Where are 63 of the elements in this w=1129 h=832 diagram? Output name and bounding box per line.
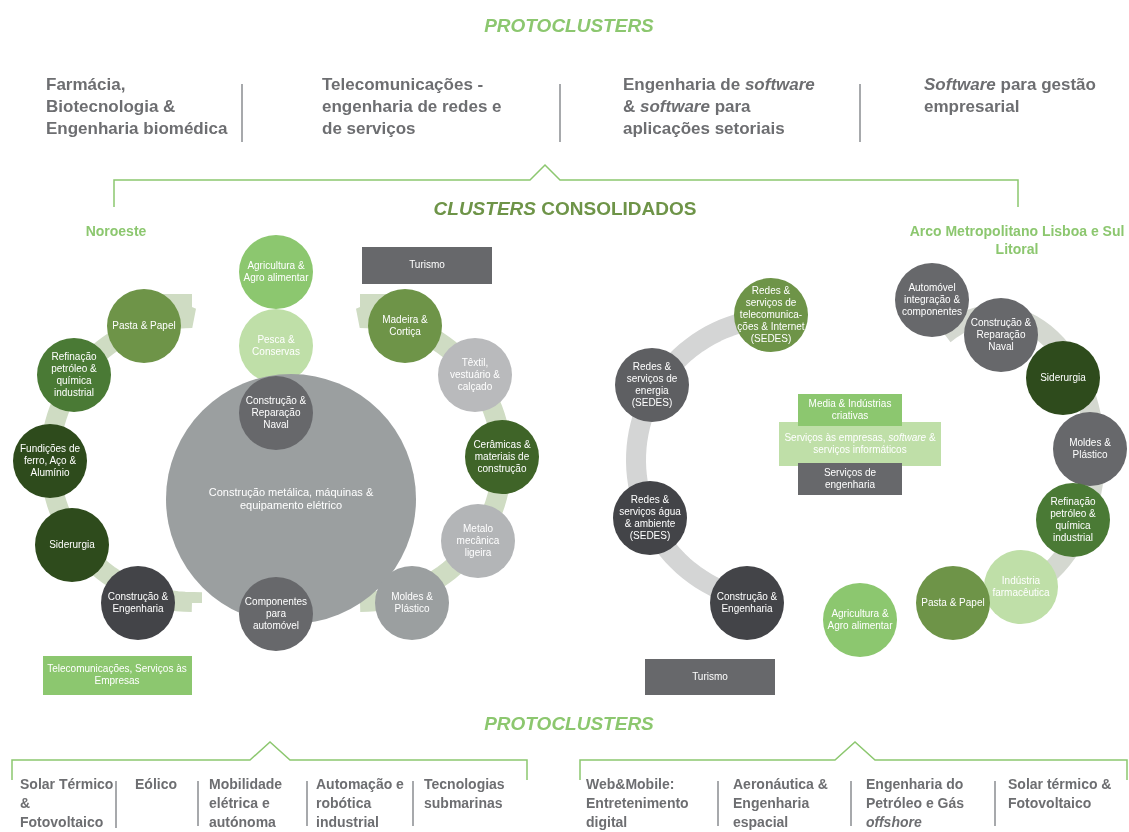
node-label: Turismo: [692, 671, 728, 683]
node-label: Refinação petróleo & química industrial: [1049, 496, 1097, 544]
cluster-box: [779, 422, 941, 466]
cluster-box: [42, 655, 192, 695]
cluster-circle: [1036, 483, 1110, 557]
node-label: Cerâmicas & materiais de construção: [472, 439, 532, 475]
cluster-box: [645, 659, 775, 695]
node-label: Moldes & Plástico: [1068, 437, 1112, 461]
protocluster-label: Eólico: [135, 775, 178, 794]
cluster-circle: [1053, 412, 1127, 486]
node-label: Construção & Engenharia: [715, 591, 779, 615]
node-label: Siderurgia: [1040, 372, 1086, 384]
node-label: Metalo mecânica ligeira: [455, 523, 501, 559]
section-heading: PROTOCLUSTERS: [483, 14, 655, 38]
node-label: Pesca & Conservas: [251, 334, 301, 358]
node-label: Redes & serviços de energia (SEDES): [625, 361, 679, 409]
node-label: Construção & Engenharia: [106, 591, 170, 615]
node-label: Serviços de engenharia: [822, 467, 878, 491]
node-label: Redes & serviços de telecomunica-ções & Internet (SEDES): [737, 285, 805, 345]
cluster-circle: [441, 504, 515, 578]
node-label: Serviços às empresas, software & serviços informáticos: [783, 432, 937, 456]
cluster-circle: [37, 338, 111, 412]
node-label: Automóvel integração & componentes: [900, 282, 963, 318]
node-label: Siderurgia: [49, 539, 95, 551]
protocluster-label: Engenharia de software & software para aplicações setoriais: [623, 74, 816, 141]
node-label: Turismo: [409, 259, 445, 271]
protocluster-label: Tecnologias submarinas: [424, 775, 506, 813]
protocluster-label: Solar Térmico & Fotovoltaico: [20, 775, 115, 832]
node-label: Construção & Reparação Naval: [244, 395, 308, 431]
cluster-box: [798, 394, 902, 426]
node-label: Redes & serviços água & ambiente (SEDES): [618, 494, 682, 542]
protocluster-label: Telecomunicações - engenharia de redes e de serviços: [322, 74, 503, 141]
node-label: Agricultura & Agro alimentar: [242, 260, 310, 284]
region-title: Arco Metropolitano Lisboa e Sul Litoral: [908, 222, 1126, 259]
node-label: Componentes para automóvel: [243, 596, 309, 632]
node-label: Refinação petróleo & química industrial: [50, 351, 98, 399]
protocluster-label: Engenharia do Petróleo e Gás offshore: [866, 775, 966, 832]
section-heading: PROTOCLUSTERS: [483, 712, 655, 736]
protocluster-label: Aeronáutica & Engenharia espacial: [733, 775, 829, 832]
node-label: Construção & Reparação Naval: [969, 317, 1033, 353]
protocluster-label: Solar térmico & Fotovoltaico: [1008, 775, 1113, 813]
section-heading: CLUSTERS CONSOLIDADOS: [432, 197, 698, 221]
node-label: Moldes & Plástico: [390, 591, 434, 615]
region-title: Noroeste: [84, 222, 148, 241]
protocluster-label: Web&Mobile: Entretenimento digital: [586, 775, 690, 832]
node-label: Madeira & Cortiça: [381, 314, 429, 338]
protocluster-label: Mobilidade elétrica e autónoma: [209, 775, 284, 832]
cluster-box: [362, 246, 492, 284]
node-label: Indústria farmacêutica: [991, 575, 1051, 599]
node-label: Fundições de ferro, Aço & Alumínio: [18, 443, 81, 479]
cluster-circle: [35, 508, 109, 582]
node-label: Telecomunicações, Serviços às Empresas: [46, 663, 188, 687]
protocluster-label: Software para gestão empresarial: [924, 74, 1097, 119]
node-label: Construção metálica, máquinas & equipamento elétrico: [207, 485, 375, 513]
node-label: Pasta & Papel: [921, 597, 985, 609]
protocluster-label: Automação e robótica industrial: [316, 775, 405, 832]
node-label: Têxtil, vestuário & calçado: [449, 357, 501, 393]
cluster-box: [798, 463, 902, 495]
cluster-circle: [1026, 341, 1100, 415]
protocluster-label: Farmácia, Biotecnologia & Engenharia biomédica: [46, 74, 229, 141]
node-label: Media & Indústrias criativas: [807, 398, 893, 422]
node-label: Agricultura & Agro alimentar: [826, 608, 894, 632]
node-label: Pasta & Papel: [112, 320, 176, 332]
